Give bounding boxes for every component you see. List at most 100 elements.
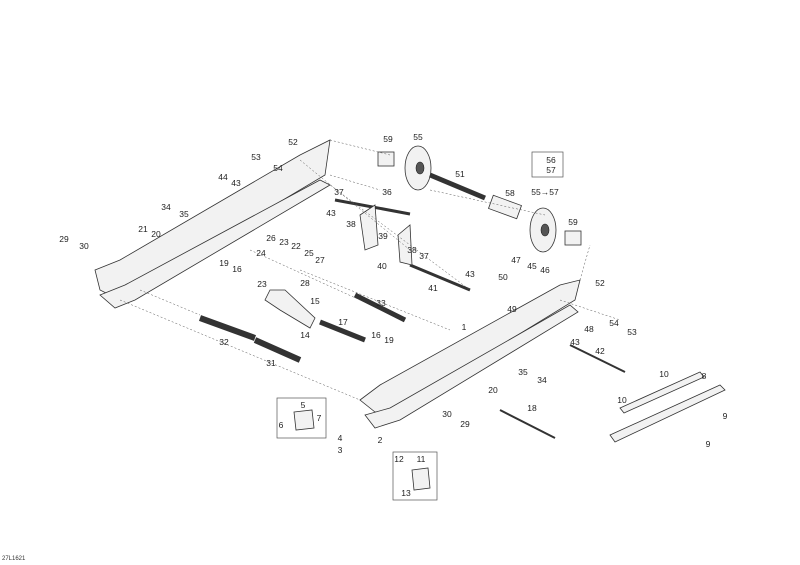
part-number-9: 9 [723, 411, 728, 421]
part-number-21: 21 [138, 224, 148, 234]
part-number-9: 9 [706, 439, 711, 449]
part-number-53: 53 [627, 327, 637, 337]
part-number-41: 41 [428, 283, 438, 293]
part-number-52: 52 [595, 278, 605, 288]
part-number-6: 6 [279, 420, 284, 430]
part-number-54: 54 [609, 318, 619, 328]
part-number-10: 10 [659, 369, 669, 379]
shaft-33 [353, 292, 407, 323]
part-number-12: 12 [394, 454, 404, 464]
part-number-14: 14 [300, 330, 310, 340]
part-number-38: 38 [407, 245, 417, 255]
part-number-28: 28 [300, 278, 310, 288]
part-number-22: 22 [291, 241, 301, 251]
slider-block-11 [411, 467, 431, 491]
spacer-59-right [564, 230, 582, 246]
part-number-40: 40 [377, 261, 387, 271]
part-number-17: 17 [338, 317, 348, 327]
bracket-39 [359, 204, 379, 251]
part-number-51: 51 [455, 169, 465, 179]
part-number-43: 43 [326, 208, 336, 218]
part-number-37: 37 [334, 187, 344, 197]
part-number-20: 20 [488, 385, 498, 395]
part-number-4: 4 [338, 433, 343, 443]
part-number-3: 3 [338, 445, 343, 455]
part-number-43: 43 [231, 178, 241, 188]
part-number-49: 49 [507, 304, 517, 314]
link-arm-14 [264, 289, 316, 329]
part-number-19: 19 [219, 258, 229, 268]
part-number-35: 35 [518, 367, 528, 377]
part-number-55: 55 [413, 132, 423, 142]
shaft-32 [198, 315, 257, 341]
part-number-58: 58 [505, 188, 515, 198]
part-number-55-57: 55→57 [531, 187, 559, 197]
spacer-59-left [377, 151, 395, 167]
part-number-30: 30 [79, 241, 89, 251]
spacer-58 [487, 194, 523, 220]
part-number-46: 46 [540, 265, 550, 275]
callout-box-56-57 [531, 151, 564, 178]
part-number-25: 25 [304, 248, 314, 258]
part-number-7: 7 [317, 413, 322, 423]
idler-wheel-right-hub [540, 223, 550, 237]
shaft-18 [499, 409, 556, 439]
part-number-30: 30 [442, 409, 452, 419]
part-number-16: 16 [371, 330, 381, 340]
part-number-53: 53 [251, 152, 261, 162]
part-number-43: 43 [570, 337, 580, 347]
wear-strip-8 [609, 384, 726, 443]
part-number-5: 5 [301, 400, 306, 410]
part-number-34: 34 [537, 375, 547, 385]
part-number-23: 23 [279, 237, 289, 247]
shaft-51 [429, 172, 486, 201]
part-number-37: 37 [419, 251, 429, 261]
part-number-23: 23 [257, 279, 267, 289]
part-number-27: 27 [315, 255, 325, 265]
part-number-13: 13 [401, 488, 411, 498]
part-number-59: 59 [383, 134, 393, 144]
part-number-48: 48 [584, 324, 594, 334]
part-number-45: 45 [527, 261, 537, 271]
part-number-19: 19 [384, 335, 394, 345]
part-number-32: 32 [219, 337, 229, 347]
part-number-52: 52 [288, 137, 298, 147]
right-rail [359, 279, 581, 413]
part-number-39: 39 [378, 231, 388, 241]
part-number-34: 34 [161, 202, 171, 212]
part-number-24: 24 [256, 248, 266, 258]
part-number-11: 11 [417, 454, 426, 464]
part-number-43: 43 [465, 269, 475, 279]
bracket-38 [397, 224, 413, 266]
part-number-44: 44 [218, 172, 228, 182]
left-rail [94, 139, 331, 301]
part-number-10: 10 [617, 395, 627, 405]
part-number-42: 42 [595, 346, 605, 356]
part-number-15: 15 [310, 296, 320, 306]
part-number-36: 36 [382, 187, 392, 197]
shaft-41 [409, 263, 471, 292]
idler-wheel-left-hub [415, 161, 425, 175]
part-number-18: 18 [527, 403, 537, 413]
leader-lines [119, 139, 621, 401]
part-number-50: 50 [498, 272, 508, 282]
part-number-2: 2 [378, 435, 383, 445]
slider-block-5 [293, 409, 315, 431]
part-number-8: 8 [702, 371, 707, 381]
part-number-1: 1 [462, 322, 467, 332]
part-number-47: 47 [511, 255, 521, 265]
part-number-35: 35 [179, 209, 189, 219]
part-number-29: 29 [59, 234, 69, 244]
part-number-57: 57 [546, 165, 556, 175]
right-rail-slide [364, 304, 579, 429]
wear-strip-8b [619, 371, 705, 414]
part-number-38: 38 [346, 219, 356, 229]
shaft-42 [569, 344, 626, 373]
part-number-33: 33 [376, 298, 386, 308]
part-number-59: 59 [568, 217, 578, 227]
shaft-17 [319, 319, 366, 343]
diagram-code: 27L1621 [2, 556, 26, 562]
